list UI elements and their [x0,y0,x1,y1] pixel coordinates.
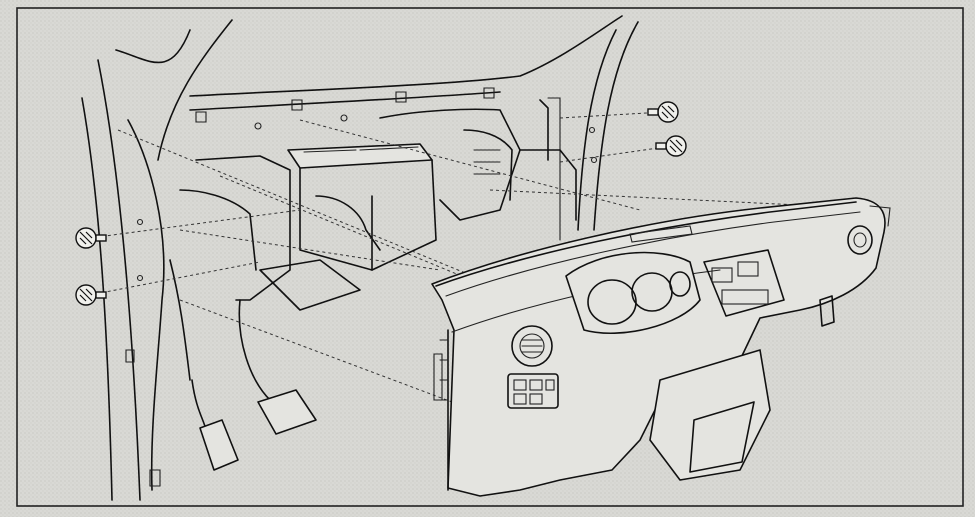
a-pillar-left [81,29,191,501]
bolt-icon [75,284,107,306]
instrument-panel [431,197,891,497]
figure-frame [16,7,964,507]
attachment-points [136,126,598,282]
steering-column-pedals [169,259,361,471]
bolt-icon [655,135,687,157]
heater-unit [179,99,577,301]
a-pillar-right [547,21,639,241]
bolt-icon [647,101,679,123]
bolt-icon [75,227,107,249]
windshield-cowl [157,15,623,161]
